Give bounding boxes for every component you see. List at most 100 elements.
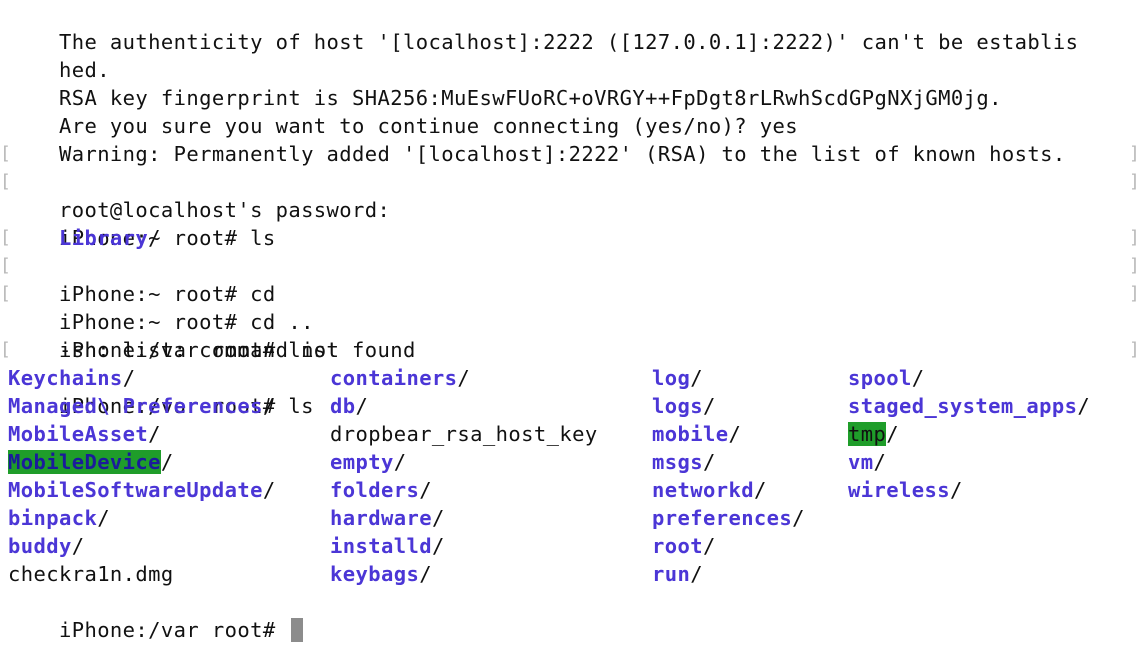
entry-suffix: / <box>949 478 963 502</box>
ls-entry: MobileSoftwareUpdate/ <box>8 476 276 504</box>
file-name: dropbear_rsa_host_key <box>330 422 598 446</box>
directory-name: wireless <box>848 478 950 502</box>
directory-suffix: / <box>148 226 161 250</box>
entry-suffix: / <box>690 562 703 586</box>
host-authenticity-text: The authenticity of host '[localhost]:22… <box>58 30 1079 54</box>
file-name: checkra1n.dmg <box>8 562 174 586</box>
entry-suffix: / <box>886 422 899 446</box>
known-hosts-warning: Warning: Permanently added '[localhost]:… <box>58 142 1066 166</box>
output-line: Are you sure you want to continue connec… <box>8 84 798 138</box>
directory-name: staged_system_apps <box>848 394 1078 418</box>
entry-suffix: / <box>728 422 742 446</box>
command-line: [ iPhone:/var root# ls ] <box>0 336 1138 418</box>
entry-suffix: / <box>1077 394 1091 418</box>
password-line: [ root@localhost's password: ] <box>0 140 1138 222</box>
ls-entry: dropbear_rsa_host_key <box>330 420 598 448</box>
ls-entry: MobileAsset/ <box>8 420 161 448</box>
entry-suffix: / <box>262 478 276 502</box>
command-list: iPhone:/var root# list <box>58 338 340 362</box>
directory-name: root <box>652 534 703 558</box>
entry-suffix: / <box>792 506 805 530</box>
ls-entry: preferences/ <box>652 504 805 532</box>
command-ls-var: iPhone:/var root# ls <box>58 394 314 418</box>
entry-suffix: / <box>431 534 445 558</box>
ls-entry: tmp/ <box>848 420 899 448</box>
line-mark-left-icon: [ <box>0 143 12 164</box>
directory-name: binpack <box>8 506 98 530</box>
text-cursor-icon[interactable] <box>291 618 304 642</box>
writable-directory-name: MobileDevice <box>8 450 161 474</box>
terminal-window[interactable]: The authenticity of host '[localhost]:22… <box>0 0 1138 642</box>
line-mark-left-icon: [ <box>0 339 12 360</box>
directory-name: Managed\ Preferences <box>8 394 263 418</box>
output-line: -sh: list: command not found <box>8 308 416 362</box>
ls-entry: staged_system_apps/ <box>848 392 1090 420</box>
host-authenticity-continued: hed. <box>58 58 110 82</box>
directory-name: spool <box>848 366 912 390</box>
ls-entry: installd/ <box>330 532 445 560</box>
line-mark-left-icon: [ <box>0 255 12 276</box>
line-mark-left-icon: [ <box>0 227 12 248</box>
entry-suffix: / <box>393 450 407 474</box>
directory-name: MobileSoftwareUpdate <box>8 478 263 502</box>
active-prompt-line[interactable]: iPhone:/var root# <box>8 588 304 642</box>
line-mark-right-icon: ] <box>1129 224 1138 252</box>
command-ls-home: iPhone:~ root# ls <box>58 226 276 250</box>
directory-name: logs <box>652 394 703 418</box>
line-mark-right-icon: ] <box>1129 336 1138 364</box>
ls-entry: networkd/ <box>652 476 767 504</box>
ls-entry: vm/ <box>848 448 886 476</box>
output-line: Warning: Permanently added '[localhost]:… <box>8 112 1066 166</box>
ls-entry: binpack/ <box>8 504 110 532</box>
ls-entry: keybags/ <box>330 560 432 588</box>
line-mark-left-icon: [ <box>0 283 12 304</box>
ls-entry: buddy/ <box>8 532 84 560</box>
rsa-fingerprint-text: RSA key fingerprint is SHA256:MuEswFUoRC… <box>58 86 1002 110</box>
ls-entry: checkra1n.dmg <box>8 560 174 588</box>
entry-suffix: / <box>262 394 276 418</box>
directory-name: keybags <box>330 562 420 586</box>
ls-entry: folders/ <box>330 476 432 504</box>
directory-name: installd <box>330 534 432 558</box>
continue-connecting-prompt: Are you sure you want to continue connec… <box>58 114 799 138</box>
directory-name: hardware <box>330 506 432 530</box>
ls-output-row: Library/ <box>8 196 161 250</box>
command-line: [ iPhone:~ root# cd .. ] <box>0 252 1138 334</box>
command-not-found-error: -sh: list: command not found <box>58 338 416 362</box>
shell-prompt: iPhone:/var root# <box>58 618 289 642</box>
entry-suffix: / <box>419 478 432 502</box>
entry-suffix: / <box>97 506 110 530</box>
command-cd-parent: iPhone:~ root# cd .. <box>58 310 314 334</box>
entry-suffix: / <box>702 450 716 474</box>
line-mark-left-icon: [ <box>0 171 12 192</box>
entry-suffix: / <box>702 534 716 558</box>
directory-name: Keychains <box>8 366 123 390</box>
command-cd: iPhone:~ root# cd <box>58 282 276 306</box>
entry-suffix: / <box>355 394 369 418</box>
ls-entry: log/ <box>652 364 703 392</box>
sticky-directory-name: tmp <box>848 422 887 446</box>
entry-suffix: / <box>457 366 471 390</box>
directory-name: containers <box>330 366 458 390</box>
directory-name: empty <box>330 450 394 474</box>
directory-name: mobile <box>652 422 729 446</box>
command-line: [ iPhone:/var root# list ] <box>0 280 1138 362</box>
line-mark-right-icon: ] <box>1129 280 1138 308</box>
ls-entry: root/ <box>652 532 716 560</box>
command-line: [ iPhone:~ root# ls ] <box>0 168 1138 250</box>
directory-name: networkd <box>652 478 754 502</box>
ls-entry: msgs/ <box>652 448 716 476</box>
ls-entry: Managed\ Preferences/ <box>8 392 276 420</box>
ls-entry: mobile/ <box>652 420 741 448</box>
entry-suffix: / <box>160 450 174 474</box>
directory-name: run <box>652 562 691 586</box>
entry-suffix: / <box>753 478 767 502</box>
directory-entry: Library <box>58 226 149 250</box>
line-mark-right-icon: ] <box>1129 252 1138 280</box>
password-prompt: root@localhost's password: <box>58 198 391 222</box>
ls-entry: empty/ <box>330 448 406 476</box>
command-line: [ iPhone:~ root# cd ] <box>0 224 1138 306</box>
entry-suffix: / <box>873 450 887 474</box>
directory-name: log <box>652 366 691 390</box>
output-line: hed. <box>8 28 110 82</box>
